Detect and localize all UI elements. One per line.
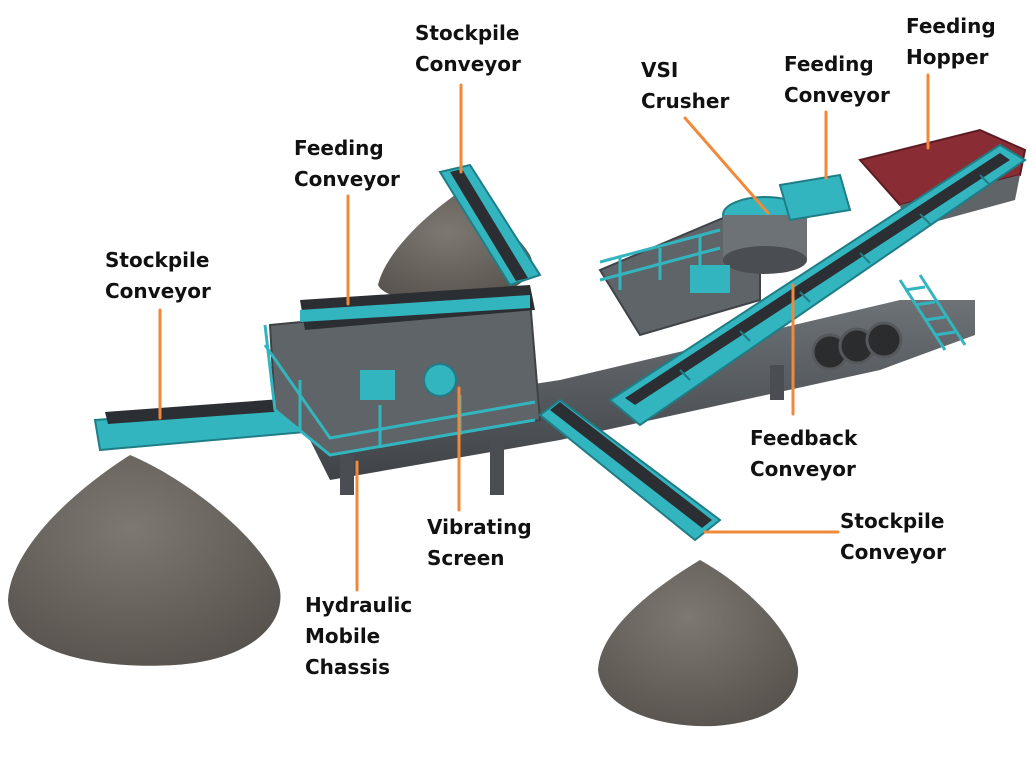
label-stockpile-conveyor-left: Stockpile Conveyor bbox=[105, 248, 211, 303]
label-feeding-conveyor-left: Feeding Conveyor bbox=[294, 136, 400, 191]
support-leg bbox=[340, 455, 354, 495]
access-stairs bbox=[898, 274, 967, 351]
right-stockpile-conveyor bbox=[538, 398, 722, 542]
leader-lines bbox=[158, 73, 930, 592]
label-vibrating-screen: Vibrating Screen bbox=[427, 515, 532, 570]
support-leg bbox=[490, 440, 504, 495]
label-feeding-hopper: Feeding Hopper bbox=[906, 14, 996, 69]
support-leg bbox=[770, 365, 784, 400]
vsi-crusher-unit bbox=[598, 173, 852, 337]
conveyor-truss bbox=[679, 174, 991, 381]
crusher-platform-railing bbox=[599, 228, 721, 290]
label-hydraulic-mobile-chassis: Hydraulic Mobile Chassis bbox=[305, 593, 413, 679]
stockpile-right bbox=[598, 560, 799, 727]
stockpile-left bbox=[8, 455, 281, 666]
label-stockpile-conveyor-top: Stockpile Conveyor bbox=[415, 21, 521, 76]
label-vsi-crusher: VSI Crusher bbox=[641, 58, 730, 113]
label-feeding-conveyor-right: Feeding Conveyor bbox=[784, 52, 890, 107]
stockpile-cones bbox=[8, 195, 799, 727]
leader-vsi-crusher bbox=[683, 116, 770, 215]
wheels bbox=[811, 321, 903, 371]
feedback-conveyor bbox=[608, 143, 1027, 427]
label-feedback-conveyor: Feedback Conveyor bbox=[750, 426, 858, 481]
label-stockpile-conveyor-right: Stockpile Conveyor bbox=[840, 509, 946, 564]
